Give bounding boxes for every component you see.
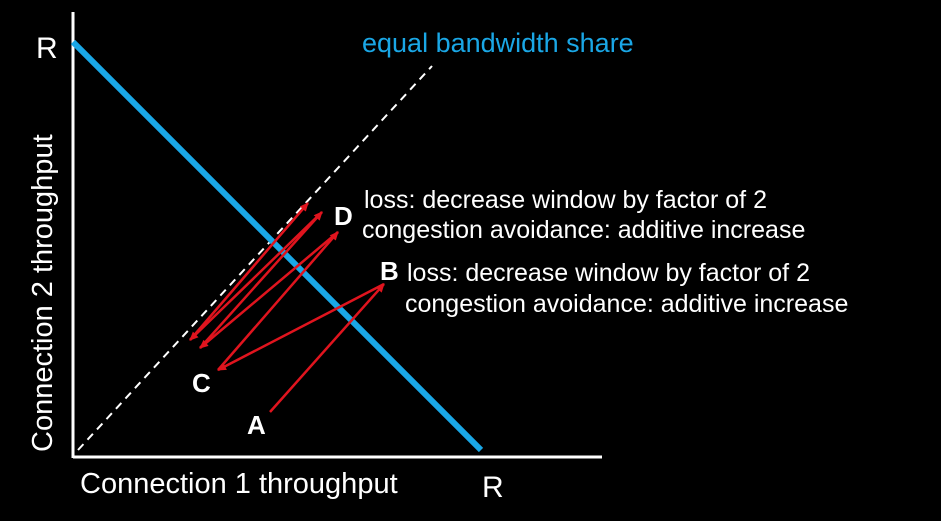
x-axis-title: Connection 1 throughput	[80, 468, 398, 500]
y-axis-max-label: R	[36, 32, 58, 65]
equal-share-line	[77, 65, 433, 451]
point-c-label: C	[192, 368, 211, 398]
point-b-label: B	[380, 256, 399, 286]
arrow-d-to-low-1	[199, 231, 339, 349]
point-d-label: D	[334, 201, 353, 231]
b-loss-annotation: loss: decrease window by factor of 2	[407, 259, 810, 287]
d-congestion-annotation: congestion avoidance: additive increase	[362, 216, 805, 244]
arrow-low-2-to-up-2	[189, 202, 309, 341]
y-axis-title: Connection 2 throughput	[27, 134, 59, 452]
arrow-low-1-to-up-1	[199, 211, 323, 349]
trajectory	[189, 202, 385, 413]
point-a-label: A	[247, 410, 266, 440]
arrow-c-to-d	[217, 231, 339, 371]
arrow-up-1-to-low-2	[189, 211, 323, 341]
arrow-b-to-c	[217, 282, 385, 372]
capacity-line	[70, 39, 484, 453]
equal-share-label: equal bandwidth share	[362, 28, 634, 58]
b-congestion-annotation: congestion avoidance: additive increase	[405, 290, 848, 318]
d-loss-annotation: loss: decrease window by factor of 2	[364, 186, 767, 214]
x-axis-max-label: R	[482, 471, 504, 504]
arrow-a-to-b	[269, 283, 385, 413]
